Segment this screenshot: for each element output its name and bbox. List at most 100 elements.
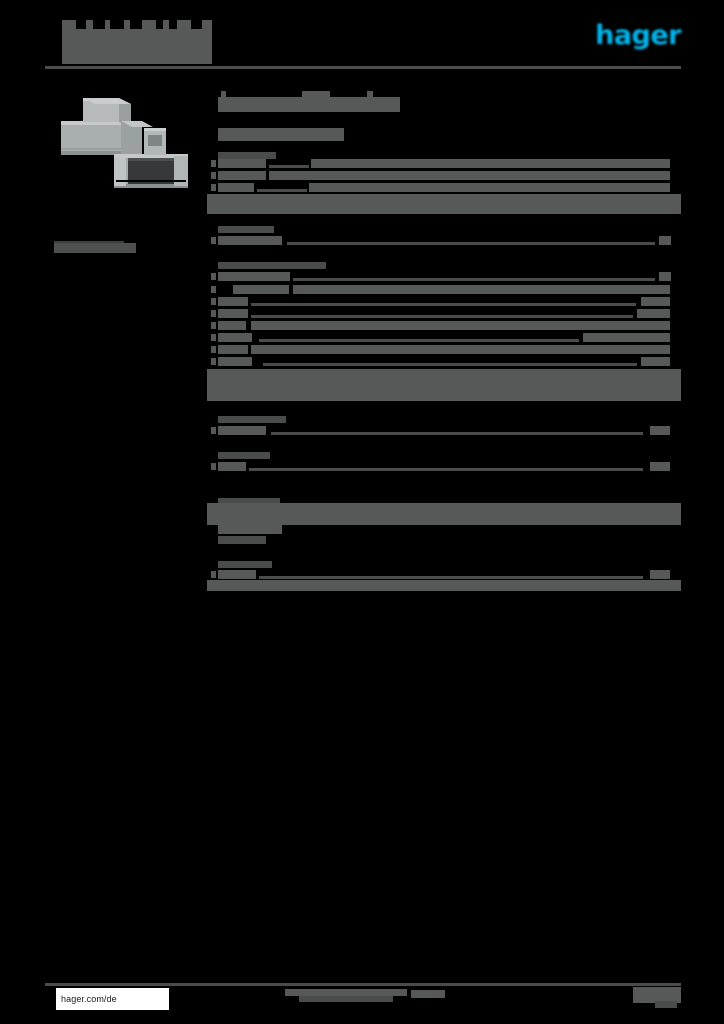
heading-ascender bbox=[221, 91, 226, 98]
main-content bbox=[207, 88, 681, 591]
row-bullet bbox=[211, 286, 216, 293]
header-divider bbox=[45, 66, 681, 69]
spec-row bbox=[207, 307, 681, 320]
row-bullet bbox=[211, 298, 216, 305]
spec-row bbox=[207, 331, 681, 344]
hager-logo[interactable]: hager bbox=[585, 19, 681, 51]
page-footer: hager.com/de bbox=[45, 986, 681, 1010]
spec-row bbox=[207, 460, 681, 473]
spec-group-title bbox=[218, 498, 280, 505]
leader-dots bbox=[287, 242, 655, 245]
spec-row bbox=[207, 355, 681, 368]
leader-dots bbox=[257, 189, 307, 192]
spec-label bbox=[218, 236, 282, 245]
spec-value bbox=[583, 333, 670, 342]
sidebar-label-cap bbox=[54, 241, 124, 244]
content-subheading bbox=[207, 126, 681, 144]
row-bullet bbox=[211, 427, 216, 434]
title-notch bbox=[142, 20, 156, 29]
spec-value bbox=[637, 309, 670, 318]
leader-dots bbox=[259, 576, 643, 579]
spec-row bbox=[207, 157, 681, 170]
spec-row bbox=[207, 319, 681, 332]
row-bullet bbox=[211, 571, 216, 578]
spec-label bbox=[218, 309, 248, 318]
spec-row bbox=[207, 270, 681, 283]
title-notch bbox=[163, 20, 169, 29]
spec-label bbox=[218, 357, 252, 366]
spec-group-title bbox=[218, 152, 276, 159]
spec-value bbox=[650, 426, 670, 435]
row-bullet bbox=[211, 160, 216, 167]
spec-label bbox=[218, 333, 252, 342]
spec-group bbox=[207, 262, 681, 404]
spec-paragraph-block bbox=[207, 194, 681, 214]
row-bullet bbox=[211, 463, 216, 470]
spec-value bbox=[311, 159, 670, 168]
title-notch bbox=[177, 20, 191, 29]
hager-logo-wordmark: hager bbox=[595, 19, 681, 51]
product-photo-illustration bbox=[61, 98, 188, 188]
row-bullet bbox=[211, 346, 216, 353]
footer-url-text: hager.com/de bbox=[61, 994, 117, 1004]
specification-table bbox=[207, 152, 681, 591]
title-notch bbox=[124, 20, 130, 29]
row-bullet bbox=[211, 172, 216, 179]
spec-group bbox=[207, 226, 681, 254]
spec-group bbox=[207, 152, 681, 216]
spec-value bbox=[641, 357, 670, 366]
spec-group-title bbox=[218, 226, 274, 233]
spec-row bbox=[207, 343, 681, 356]
row-bullet bbox=[211, 273, 216, 280]
spec-label bbox=[218, 159, 266, 168]
leader-dots bbox=[263, 363, 637, 366]
spec-group-title bbox=[218, 452, 270, 459]
leader-dots bbox=[249, 468, 643, 471]
content-heading bbox=[207, 88, 681, 114]
leader-dots bbox=[269, 165, 309, 168]
spec-row bbox=[207, 169, 681, 182]
spec-group bbox=[207, 561, 681, 591]
spec-label bbox=[218, 345, 248, 354]
spec-value bbox=[659, 272, 671, 281]
spec-row bbox=[207, 568, 681, 581]
footer-center-redacted bbox=[285, 989, 465, 1003]
title-notch bbox=[62, 20, 76, 29]
spec-value bbox=[251, 345, 670, 354]
footer-website-link[interactable]: hager.com/de bbox=[56, 988, 169, 1010]
spec-row bbox=[207, 424, 681, 437]
spec-value bbox=[309, 183, 670, 192]
spec-value bbox=[659, 236, 671, 245]
spec-value bbox=[293, 285, 670, 294]
row-bullet bbox=[211, 237, 216, 244]
footer-page-number-sub bbox=[655, 1001, 677, 1008]
spec-group bbox=[207, 452, 681, 480]
sidebar-label-redacted bbox=[54, 243, 136, 253]
document-title-ascender-row bbox=[62, 20, 212, 29]
spec-value bbox=[650, 462, 670, 471]
spec-label bbox=[218, 525, 282, 534]
product-photo bbox=[52, 88, 200, 196]
footer-center-line-1 bbox=[285, 989, 407, 996]
spec-label bbox=[218, 462, 246, 471]
footer-page-number bbox=[633, 987, 681, 1003]
content-subheading-redacted bbox=[218, 128, 344, 141]
spec-value bbox=[269, 171, 670, 180]
spec-value bbox=[650, 570, 670, 579]
spec-label bbox=[218, 536, 266, 544]
heading-ascender bbox=[302, 91, 330, 98]
footer-center-line-3 bbox=[411, 990, 445, 998]
row-bullet bbox=[211, 334, 216, 341]
spec-row bbox=[207, 234, 681, 247]
footer-center-line-2 bbox=[299, 996, 393, 1002]
page-header: hager bbox=[45, 14, 681, 70]
title-notch bbox=[86, 20, 93, 29]
spec-label bbox=[218, 321, 246, 330]
spec-group bbox=[207, 416, 681, 444]
row-bullet bbox=[211, 358, 216, 365]
spec-group-title bbox=[218, 561, 272, 568]
spec-value bbox=[251, 321, 670, 330]
leader-dots bbox=[251, 303, 636, 306]
title-notch bbox=[105, 20, 110, 29]
